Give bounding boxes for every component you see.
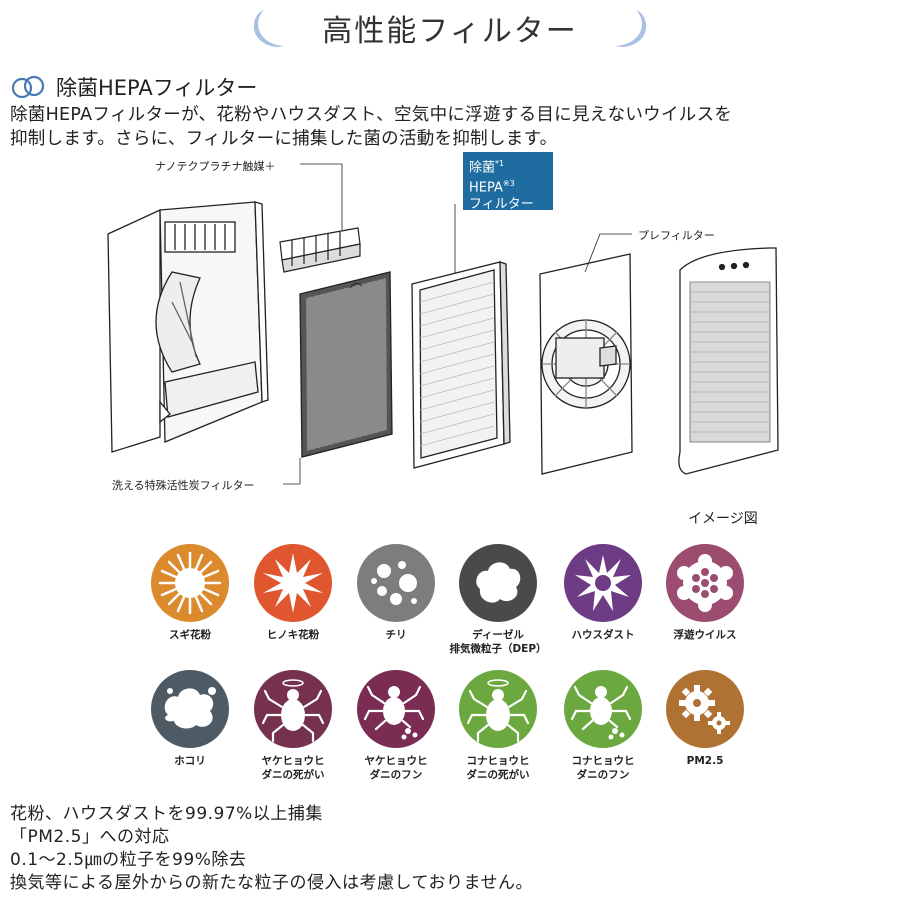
target-item: ヤケヒョウヒ ダニのフン (341, 669, 451, 782)
target-label: ホコリ (174, 755, 206, 767)
double-circle-icon (11, 75, 45, 99)
section-title: 除菌HEPAフィルター (56, 76, 258, 100)
target-item: ホコリ (135, 669, 245, 768)
target-item: ハウスダスト (548, 543, 658, 642)
pre-filter-frame-illustration (539, 253, 633, 475)
floating-virus-icon (666, 544, 744, 622)
hepa-tag-line: HEPA※3 (469, 176, 547, 196)
front-panel-illustration (678, 247, 779, 475)
description-line: 除菌HEPAフィルターが、花粉やハウスダスト、空気中に浮遊する目に見えないウイル… (10, 105, 733, 125)
target-label: コナヒョウヒ ダニの死がい (466, 755, 530, 781)
hinoki-pollen-icon (254, 544, 332, 622)
mite-feces-icon (564, 670, 642, 748)
mite-dead-icon (254, 670, 332, 748)
section-heading: 除菌HEPAフィルター (10, 72, 257, 102)
diesel-particle-icon (459, 544, 537, 622)
crescent-moon-left-icon (254, 10, 285, 47)
mite-feces-icon (357, 670, 435, 748)
sugi-pollen-icon (151, 544, 229, 622)
target-item: ヤケヒョウヒ ダニの死がい (238, 669, 348, 782)
hepa-tag-sup: *1 (495, 159, 505, 168)
target-label: ディーゼル 排気微粒子（DEP） (449, 629, 547, 655)
target-label: ハウスダスト (571, 629, 635, 641)
target-label: チリ (385, 629, 407, 641)
purifier-body-illustration (107, 201, 269, 453)
dust-icon (357, 544, 435, 622)
hepa-tag-text: HEPA (469, 180, 503, 196)
filter-exploded-diagram: ナノテクプラチナ触媒＋ 洗える特殊活性炭フィルター プレフィルター 除菌*1 H… (0, 152, 900, 512)
target-label: PM2.5 (686, 755, 724, 767)
target-label: ヤケヒョウヒ ダニのフン (364, 755, 428, 781)
hepa-filter-illustration (411, 261, 511, 469)
notes-block: 花粉、ハウスダストを99.97%以上捕集 「PM2.5」への対応 0.1～2.5… (10, 803, 533, 895)
target-item: 浮遊ウイルス (650, 543, 760, 642)
carbon-filter-label: 洗える特殊活性炭フィルター (112, 479, 255, 492)
target-label: ヤケヒョウヒ ダニの死がい (261, 755, 325, 781)
target-label: コナヒョウヒ ダニのフン (571, 755, 635, 781)
target-label: スギ花粉 (169, 629, 211, 641)
page-title-bar: 高性能フィルター (0, 6, 900, 50)
hokori-icon (151, 670, 229, 748)
target-item: コナヒョウヒ ダニのフン (548, 669, 658, 782)
note-line: 花粉、ハウスダストを99.97%以上捕集 (10, 804, 323, 824)
house-dust-icon (564, 544, 642, 622)
section-description: 除菌HEPAフィルターが、花粉やハウスダスト、空気中に浮遊する目に見えないウイル… (10, 103, 895, 151)
target-item: ヒノキ花粉 (238, 543, 348, 642)
image-note: イメージ図 (688, 511, 758, 527)
description-line: 抑制します。さらに、フィルターに捕集した菌の活動を抑制します。 (10, 129, 558, 149)
note-line: 「PM2.5」への対応 (10, 827, 170, 847)
page-title: 高性能フィルター (322, 14, 578, 49)
target-label: 浮遊ウイルス (673, 629, 737, 641)
target-item: スギ花粉 (135, 543, 245, 642)
mite-dead-icon (459, 670, 537, 748)
target-item: PM2.5 (650, 669, 760, 768)
carbon-filter-illustration (299, 271, 393, 458)
target-label: ヒノキ花粉 (266, 629, 320, 641)
note-line: 0.1～2.5㎛の粒子を99%除去 (10, 850, 247, 870)
leader-line (584, 233, 601, 273)
hepa-tag-line: フィルター (469, 196, 534, 212)
target-item: チリ (341, 543, 451, 642)
hepa-tag-text: 除菌 (469, 160, 496, 176)
nano-catalyst-label: ナノテクプラチナ触媒＋ (155, 160, 276, 173)
pm25-icon (666, 670, 744, 748)
target-item: ディーゼル 排気微粒子（DEP） (443, 543, 553, 656)
filter-illustration (107, 163, 779, 485)
pre-filter-label: プレフィルター (638, 229, 715, 242)
note-line: 換気等による屋外からの新たな粒子の侵入は考慮しておりません。 (10, 873, 533, 893)
hepa-filter-tag: 除菌*1 HEPA※3 フィルター (463, 152, 553, 212)
nano-catalyst-illustration (279, 227, 361, 273)
target-item: コナヒョウヒ ダニの死がい (443, 669, 553, 782)
hepa-tag-line: 除菌*1 (469, 156, 547, 176)
hepa-tag-sup: ※3 (502, 179, 515, 189)
crescent-moon-right-icon (615, 10, 646, 47)
